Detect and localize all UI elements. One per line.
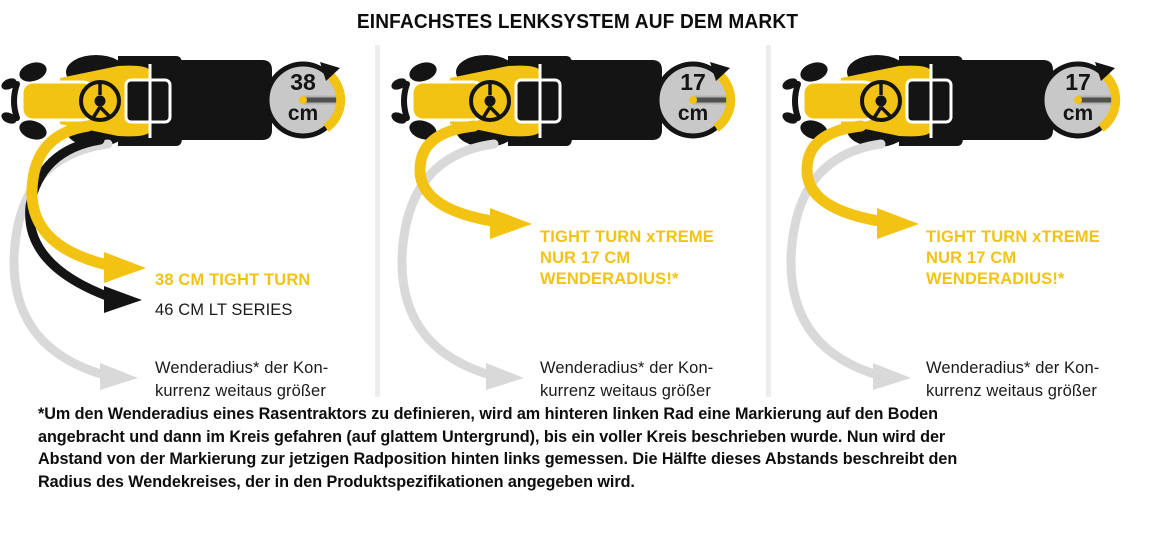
callout-line: 46 CM LT SERIES — [155, 301, 293, 319]
callout-line: kurrenz weitaus größer — [540, 382, 711, 400]
competitor-curve-arrow — [786, 139, 911, 390]
callout-secondary-1: 46 CM LT SERIES — [155, 300, 293, 321]
callout-line: kurrenz weitaus größer — [155, 382, 326, 400]
panel-tight-turn-38: 38 cm — [0, 42, 377, 400]
radius-badge-2: 17 cm — [654, 61, 736, 139]
turn-radius-curves-2 — [390, 120, 768, 397]
tractor-illustration-1: 38 cm — [0, 42, 377, 160]
comparison-panels: 38 cm — [0, 42, 1155, 400]
footnote-line: angebracht und dann im Kreis gefahren (a… — [38, 427, 946, 446]
footnote-text: *Um den Wenderadius eines Rasentraktors … — [38, 403, 1123, 493]
callout-primary-3: TIGHT TURN xTREME NUR 17 CM WENDERADIUS!… — [926, 227, 1100, 290]
callout-primary-1: 38 CM TIGHT TURN — [155, 270, 310, 291]
callout-line: TIGHT TURN xTREME — [540, 228, 714, 246]
tractor-top-view-icon — [391, 55, 662, 147]
radius-badge-3: 17 cm — [1039, 61, 1121, 139]
callout-line: NUR 17 CM — [926, 249, 1017, 267]
callout-line: kurrenz weitaus größer — [926, 382, 1097, 400]
tight-turn-curve-arrow — [26, 120, 146, 283]
badge-unit: cm — [288, 102, 318, 125]
page-title: EINFACHSTES LENKSYSTEM AUF DEM MARKT — [356, 10, 799, 33]
callout-line: NUR 17 CM — [540, 249, 631, 267]
radius-badge-1: 38 cm — [264, 61, 346, 139]
badge-unit: cm — [1063, 102, 1093, 125]
tractor-illustration-2: 17 cm — [390, 42, 768, 160]
competitor-curve-arrow — [397, 139, 524, 390]
panel-tight-turn-xtreme-17-b: 17 cm TIGHT TURN xTREME NUR 17 CM WENDER — [781, 42, 1155, 400]
turn-radius-curves-1 — [0, 120, 377, 397]
panel-tight-turn-xtreme-17-a: 17 cm TIGHT TURN xTREME NUR 17 CM WENDER — [390, 42, 768, 400]
callout-line: Wenderadius* der Kon- — [926, 359, 1100, 377]
callout-line: WENDERADIUS!* — [926, 270, 1065, 288]
tractor-illustration-3: 17 cm — [781, 42, 1155, 160]
tight-turn-curve-arrow — [414, 120, 532, 239]
tight-turn-curve-arrow — [801, 120, 919, 239]
callout-line: WENDERADIUS!* — [540, 270, 679, 288]
turn-radius-curves-3 — [781, 120, 1155, 397]
callout-line: Wenderadius* der Kon- — [155, 359, 329, 377]
badge-value: 38 — [290, 69, 316, 95]
tractor-top-view-icon — [1, 55, 272, 147]
footnote-line: Abstand von der Markierung zur jetzigen … — [38, 450, 958, 468]
badge-value: 17 — [680, 69, 706, 95]
callout-tertiary-1: Wenderadius* der Kon- kurrenz weitaus gr… — [155, 357, 328, 403]
callout-line: Wenderadius* der Kon- — [540, 359, 714, 377]
callout-line: TIGHT TURN xTREME — [926, 228, 1100, 246]
badge-value: 17 — [1065, 69, 1091, 95]
footnote-line: Radius des Wendekreises, der in den Prod… — [38, 472, 635, 491]
callout-tertiary-3: Wenderadius* der Kon- kurrenz weitaus gr… — [926, 357, 1099, 403]
callout-primary-2: TIGHT TURN xTREME NUR 17 CM WENDERADIUS!… — [540, 227, 714, 290]
callout-tertiary-2: Wenderadius* der Kon- kurrenz weitaus gr… — [540, 357, 713, 403]
footnote-line: *Um den Wenderadius eines Rasentraktors … — [38, 405, 938, 423]
panel-divider-1 — [375, 45, 380, 397]
panel-divider-2 — [766, 45, 771, 397]
callout-line: 38 CM TIGHT TURN — [155, 271, 311, 289]
badge-unit: cm — [678, 102, 708, 125]
tractor-top-view-icon — [782, 55, 1053, 147]
